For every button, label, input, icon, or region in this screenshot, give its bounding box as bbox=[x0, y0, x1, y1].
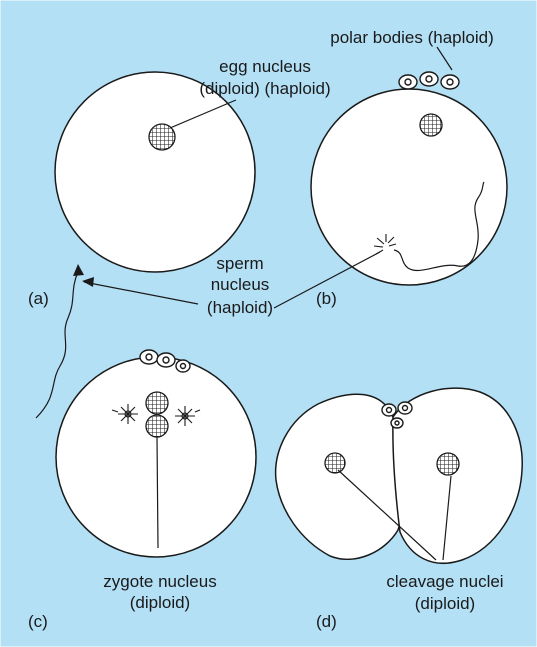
zygote-label-line2: (diploid) bbox=[95, 592, 225, 613]
sperm-label-line3: (haploid) bbox=[190, 297, 290, 318]
polar-bodies-b bbox=[399, 72, 459, 89]
egg-nucleus-label-line2: (diploid) (haploid) bbox=[190, 78, 340, 99]
panel-label-a: (a) bbox=[28, 289, 49, 309]
polar-bodies-label: polar bodies (haploid) bbox=[312, 27, 512, 48]
zygote-pronucleus-lower bbox=[146, 415, 168, 437]
cleavage-nucleus-left bbox=[325, 453, 345, 473]
egg-nucleus-b bbox=[420, 114, 442, 136]
zygote-pronucleus-upper bbox=[146, 392, 168, 414]
panel-label-b: (b) bbox=[316, 289, 337, 309]
egg-cell-b bbox=[311, 89, 507, 285]
panel-label-d: (d) bbox=[316, 612, 337, 632]
cleavage-label-line2: (diploid) bbox=[375, 593, 515, 614]
zygote-label-line1: zygote nucleus bbox=[95, 571, 225, 592]
cleavage-nucleus-right bbox=[437, 453, 459, 475]
panel-label-c: (c) bbox=[28, 612, 48, 632]
sperm-label-line1: sperm bbox=[190, 253, 290, 274]
cleavage-label-line1: cleavage nuclei bbox=[375, 571, 515, 592]
zygote-cell bbox=[56, 357, 256, 557]
egg-nucleus-label-line1: egg nucleus bbox=[190, 56, 340, 77]
egg-cell-a bbox=[55, 72, 255, 272]
sperm-label-line2: nucleus bbox=[190, 274, 290, 295]
